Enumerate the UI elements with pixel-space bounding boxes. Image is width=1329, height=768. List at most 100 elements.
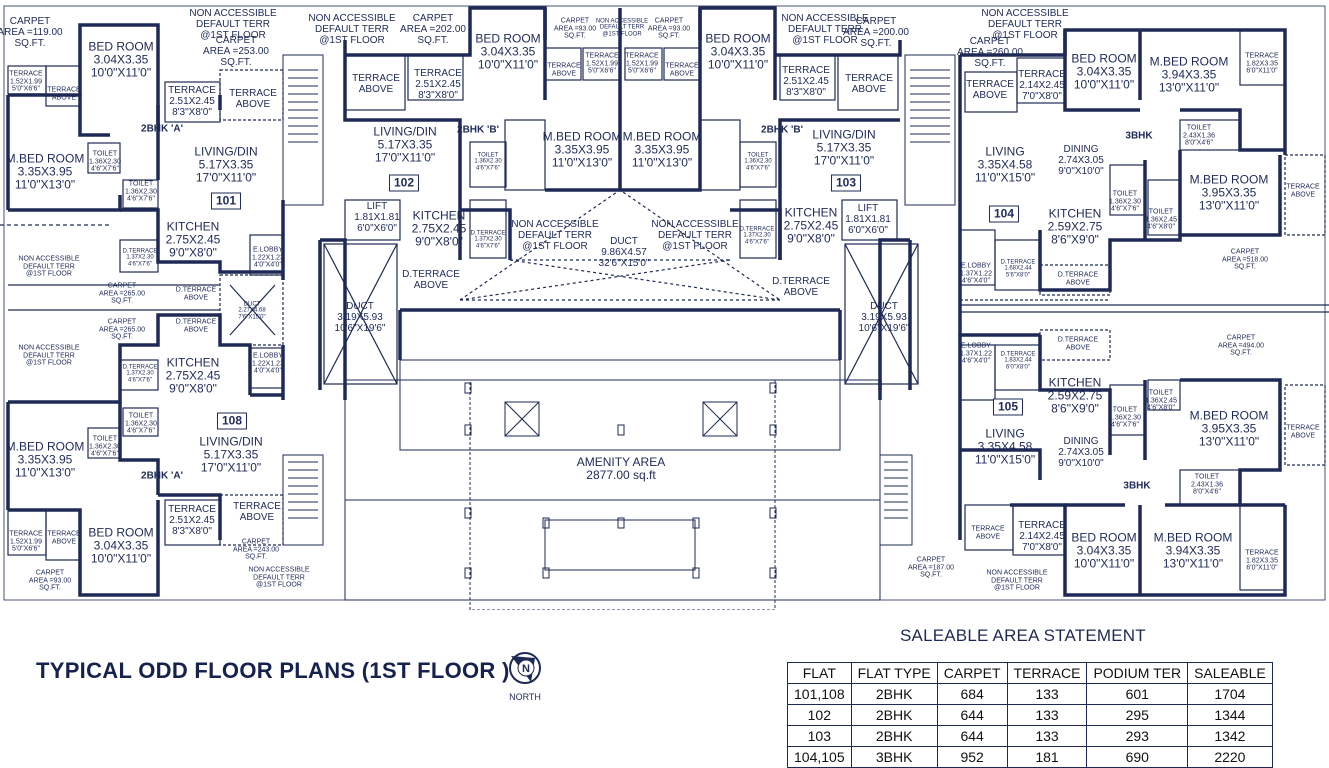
column-header: FLAT TYPE xyxy=(850,662,938,684)
column-header: SALEABLE xyxy=(1187,662,1273,684)
north-label: NORTH xyxy=(509,692,541,702)
table-cell: 133 xyxy=(1006,725,1088,747)
table-cell: 1342 xyxy=(1187,725,1273,747)
table-cell: 952 xyxy=(936,746,1008,768)
table-cell: 1344 xyxy=(1187,704,1273,726)
table-cell: 2BHK xyxy=(850,704,938,726)
column-header: FLAT xyxy=(787,662,852,684)
table-cell: 133 xyxy=(1006,683,1088,705)
table-cell: 644 xyxy=(936,704,1008,726)
table-cell: 103 xyxy=(787,725,852,747)
table-cell: 181 xyxy=(1006,746,1088,768)
column-header: TERRACE xyxy=(1006,662,1088,684)
plan-drawing xyxy=(0,5,1329,610)
table-cell: 104,105 xyxy=(787,746,852,768)
table-cell: 295 xyxy=(1086,704,1189,726)
table-header-row: FLAT FLAT TYPE CARPET TERRACE PODIUM TER… xyxy=(787,662,1273,684)
table-cell: 644 xyxy=(936,725,1008,747)
flat-number: 101 xyxy=(210,192,242,210)
table-row: 103 2BHK 644 133 293 1342 xyxy=(787,725,1273,747)
flat-type-label: 3BHK xyxy=(1123,480,1151,492)
flat-number: 108 xyxy=(216,412,248,430)
table-cell: 2BHK xyxy=(850,683,938,705)
flat-type-label: 3BHK xyxy=(1125,130,1153,142)
table-cell: 133 xyxy=(1006,704,1088,726)
saleable-area-title: SALEABLE AREA STATEMENT xyxy=(900,626,1146,645)
north-arrow-icon: N xyxy=(505,648,545,704)
table-cell: 2220 xyxy=(1187,746,1273,768)
table-cell: 601 xyxy=(1086,683,1189,705)
table-cell: 690 xyxy=(1086,746,1189,768)
table-cell: 102 xyxy=(787,704,852,726)
table-row: 101,108 2BHK 684 133 601 1704 xyxy=(787,683,1273,705)
table-cell: 684 xyxy=(936,683,1008,705)
table-cell: 101,108 xyxy=(787,683,852,705)
north-letter: N xyxy=(522,663,530,675)
flat-number: 102 xyxy=(388,174,420,192)
